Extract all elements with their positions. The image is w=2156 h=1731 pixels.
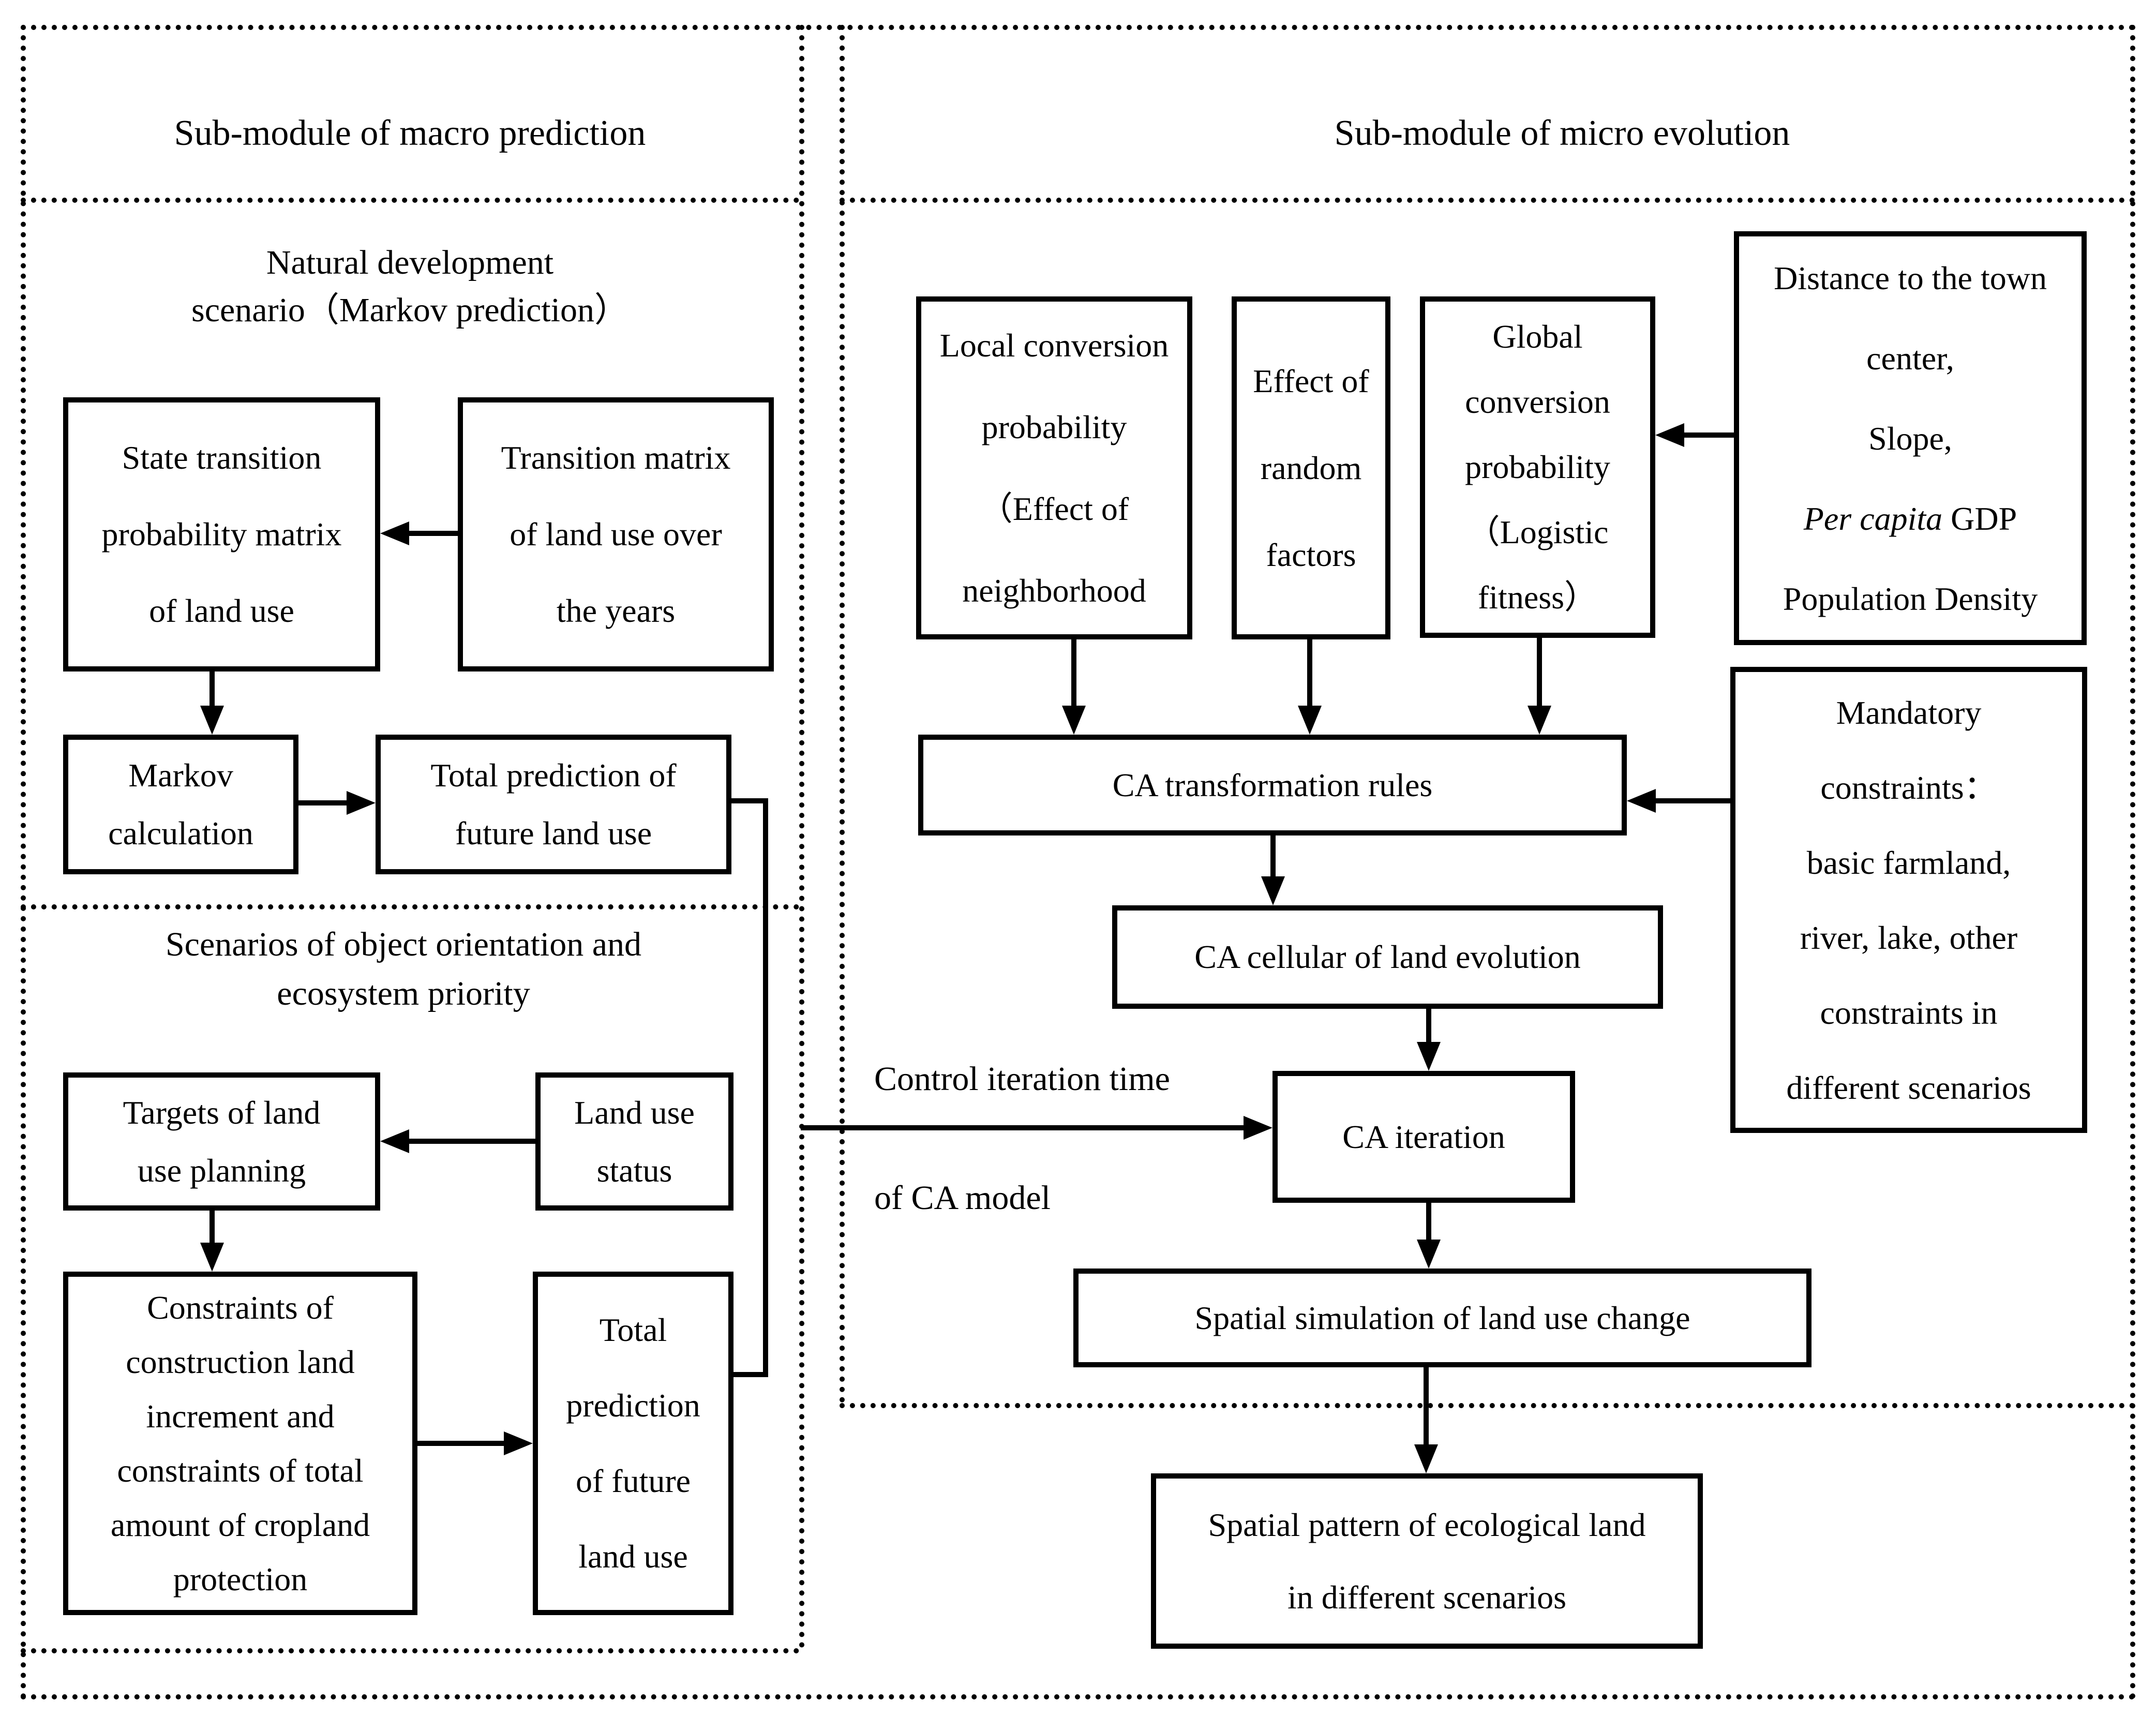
local-conversion-box: Local conversion probability （Effect of …: [916, 296, 1192, 639]
distance-line-2: center,: [1866, 339, 1954, 377]
arrow-state-to-markov-head: [200, 706, 224, 735]
arrow-cellular-to-iteration-head: [1417, 1042, 1441, 1071]
ca-iteration-box: CA iteration: [1272, 1071, 1575, 1203]
micro-module-bottom-border: [840, 1403, 2135, 1408]
natural-scenario-heading: Natural development scenario（Markov pred…: [191, 244, 628, 329]
outer-dotted-border: [21, 25, 2135, 1699]
total-prediction-box: Total prediction of future land use: [376, 735, 731, 874]
arrow-random-to-rules-head: [1298, 706, 1322, 735]
land-use-status-box: Land use status: [535, 1072, 733, 1211]
arrow-constraints-to-tall-line: [417, 1441, 506, 1446]
arrow-mandatory-to-rules-line: [1654, 798, 1730, 803]
distance-line-1: Distance to the town: [1774, 259, 2047, 296]
gdp-text: GDP: [1942, 500, 2017, 537]
constraints-box: Constraints of construction land increme…: [63, 1272, 417, 1615]
arrow-cellular-to-iteration-line: [1426, 1009, 1431, 1045]
arrow-transition-to-state-head: [380, 521, 409, 545]
distance-factors-box: Distance to the town center, Slope, Per …: [1734, 231, 2087, 645]
arrow-rules-to-cellular-head: [1261, 876, 1285, 905]
markov-calculation-box: Markov calculation: [63, 735, 298, 874]
distance-line-3: Slope,: [1868, 420, 1952, 457]
transition-matrix-box: Transition matrix of land use over the y…: [458, 397, 774, 671]
distance-line-5: Population Density: [1783, 580, 2038, 617]
micro-module-title: Sub-module of micro evolution: [1334, 113, 1790, 153]
spatial-pattern-output-box: Spatial pattern of ecological land in di…: [1151, 1473, 1703, 1649]
arrow-random-to-rules-line: [1307, 639, 1312, 708]
micro-module-left-border: [840, 25, 845, 1403]
random-factors-box: Effect of random factors: [1232, 296, 1390, 639]
arrow-transition-to-state-line: [407, 531, 458, 536]
control-iteration-label-line1: Control iteration time: [874, 1060, 1170, 1098]
connector-total-vertical: [763, 798, 768, 1377]
macro-module-right-border: [799, 25, 804, 1648]
targets-box: Targets of land use planning: [63, 1072, 380, 1211]
arrow-control-to-iteration-line: [801, 1125, 1246, 1130]
micro-title-divider: [840, 198, 2135, 203]
arrow-iteration-to-simulation-head: [1417, 1240, 1441, 1269]
arrow-simulation-to-output-head: [1414, 1444, 1438, 1473]
macro-module-bottom-border: [21, 1648, 799, 1653]
arrow-status-to-targets-line: [407, 1139, 535, 1144]
spatial-simulation-box: Spatial simulation of land use change: [1073, 1269, 1811, 1367]
mandatory-constraints-box: Mandatory constraints： basic farmland, r…: [1730, 667, 2087, 1133]
arrow-markov-to-total-line: [298, 800, 352, 805]
connector-total-bottom-stub: [729, 1372, 768, 1377]
total-prediction-tall-box: Total prediction of future land use: [533, 1272, 733, 1615]
arrow-status-to-targets-head: [380, 1129, 409, 1153]
arrow-rules-to-cellular-line: [1270, 835, 1276, 879]
control-iteration-label-line2: of CA model: [874, 1179, 1051, 1217]
connector-total-top-stub: [729, 798, 768, 803]
arrow-mandatory-to-rules-head: [1627, 789, 1656, 813]
arrow-global-to-rules-line: [1537, 638, 1542, 708]
arrow-constraints-to-tall-head: [504, 1431, 533, 1455]
arrow-simulation-to-output-line: [1424, 1367, 1429, 1448]
arrow-local-to-rules-line: [1071, 639, 1076, 708]
arrow-iteration-to-simulation-line: [1426, 1203, 1431, 1243]
per-capita-italic: Per capita: [1803, 500, 1943, 537]
arrow-distance-to-global-line: [1682, 432, 1734, 438]
arrow-state-to-markov-line: [209, 671, 215, 708]
distance-line-4: Per capita GDP: [1804, 479, 2017, 559]
arrow-targets-to-constraints-head: [200, 1243, 224, 1272]
arrow-local-to-rules-head: [1062, 706, 1086, 735]
macro-section-divider: [21, 904, 799, 909]
object-orientation-heading: Scenarios of object orientation and ecos…: [165, 926, 642, 1012]
arrow-global-to-rules-head: [1528, 706, 1551, 735]
ca-cellular-box: CA cellular of land evolution: [1112, 905, 1663, 1009]
macro-module-title: Sub-module of macro prediction: [174, 113, 646, 153]
arrow-targets-to-constraints-line: [209, 1211, 215, 1244]
macro-title-divider: [21, 198, 799, 203]
arrow-control-to-iteration-head: [1244, 1116, 1272, 1140]
global-conversion-box: Global conversion probability （Logistic …: [1420, 296, 1655, 638]
ca-transformation-rules-box: CA transformation rules: [918, 735, 1627, 835]
arrow-markov-to-total-head: [347, 791, 376, 815]
arrow-distance-to-global-head: [1655, 423, 1684, 447]
state-transition-box: State transition probability matrix of l…: [63, 397, 380, 671]
